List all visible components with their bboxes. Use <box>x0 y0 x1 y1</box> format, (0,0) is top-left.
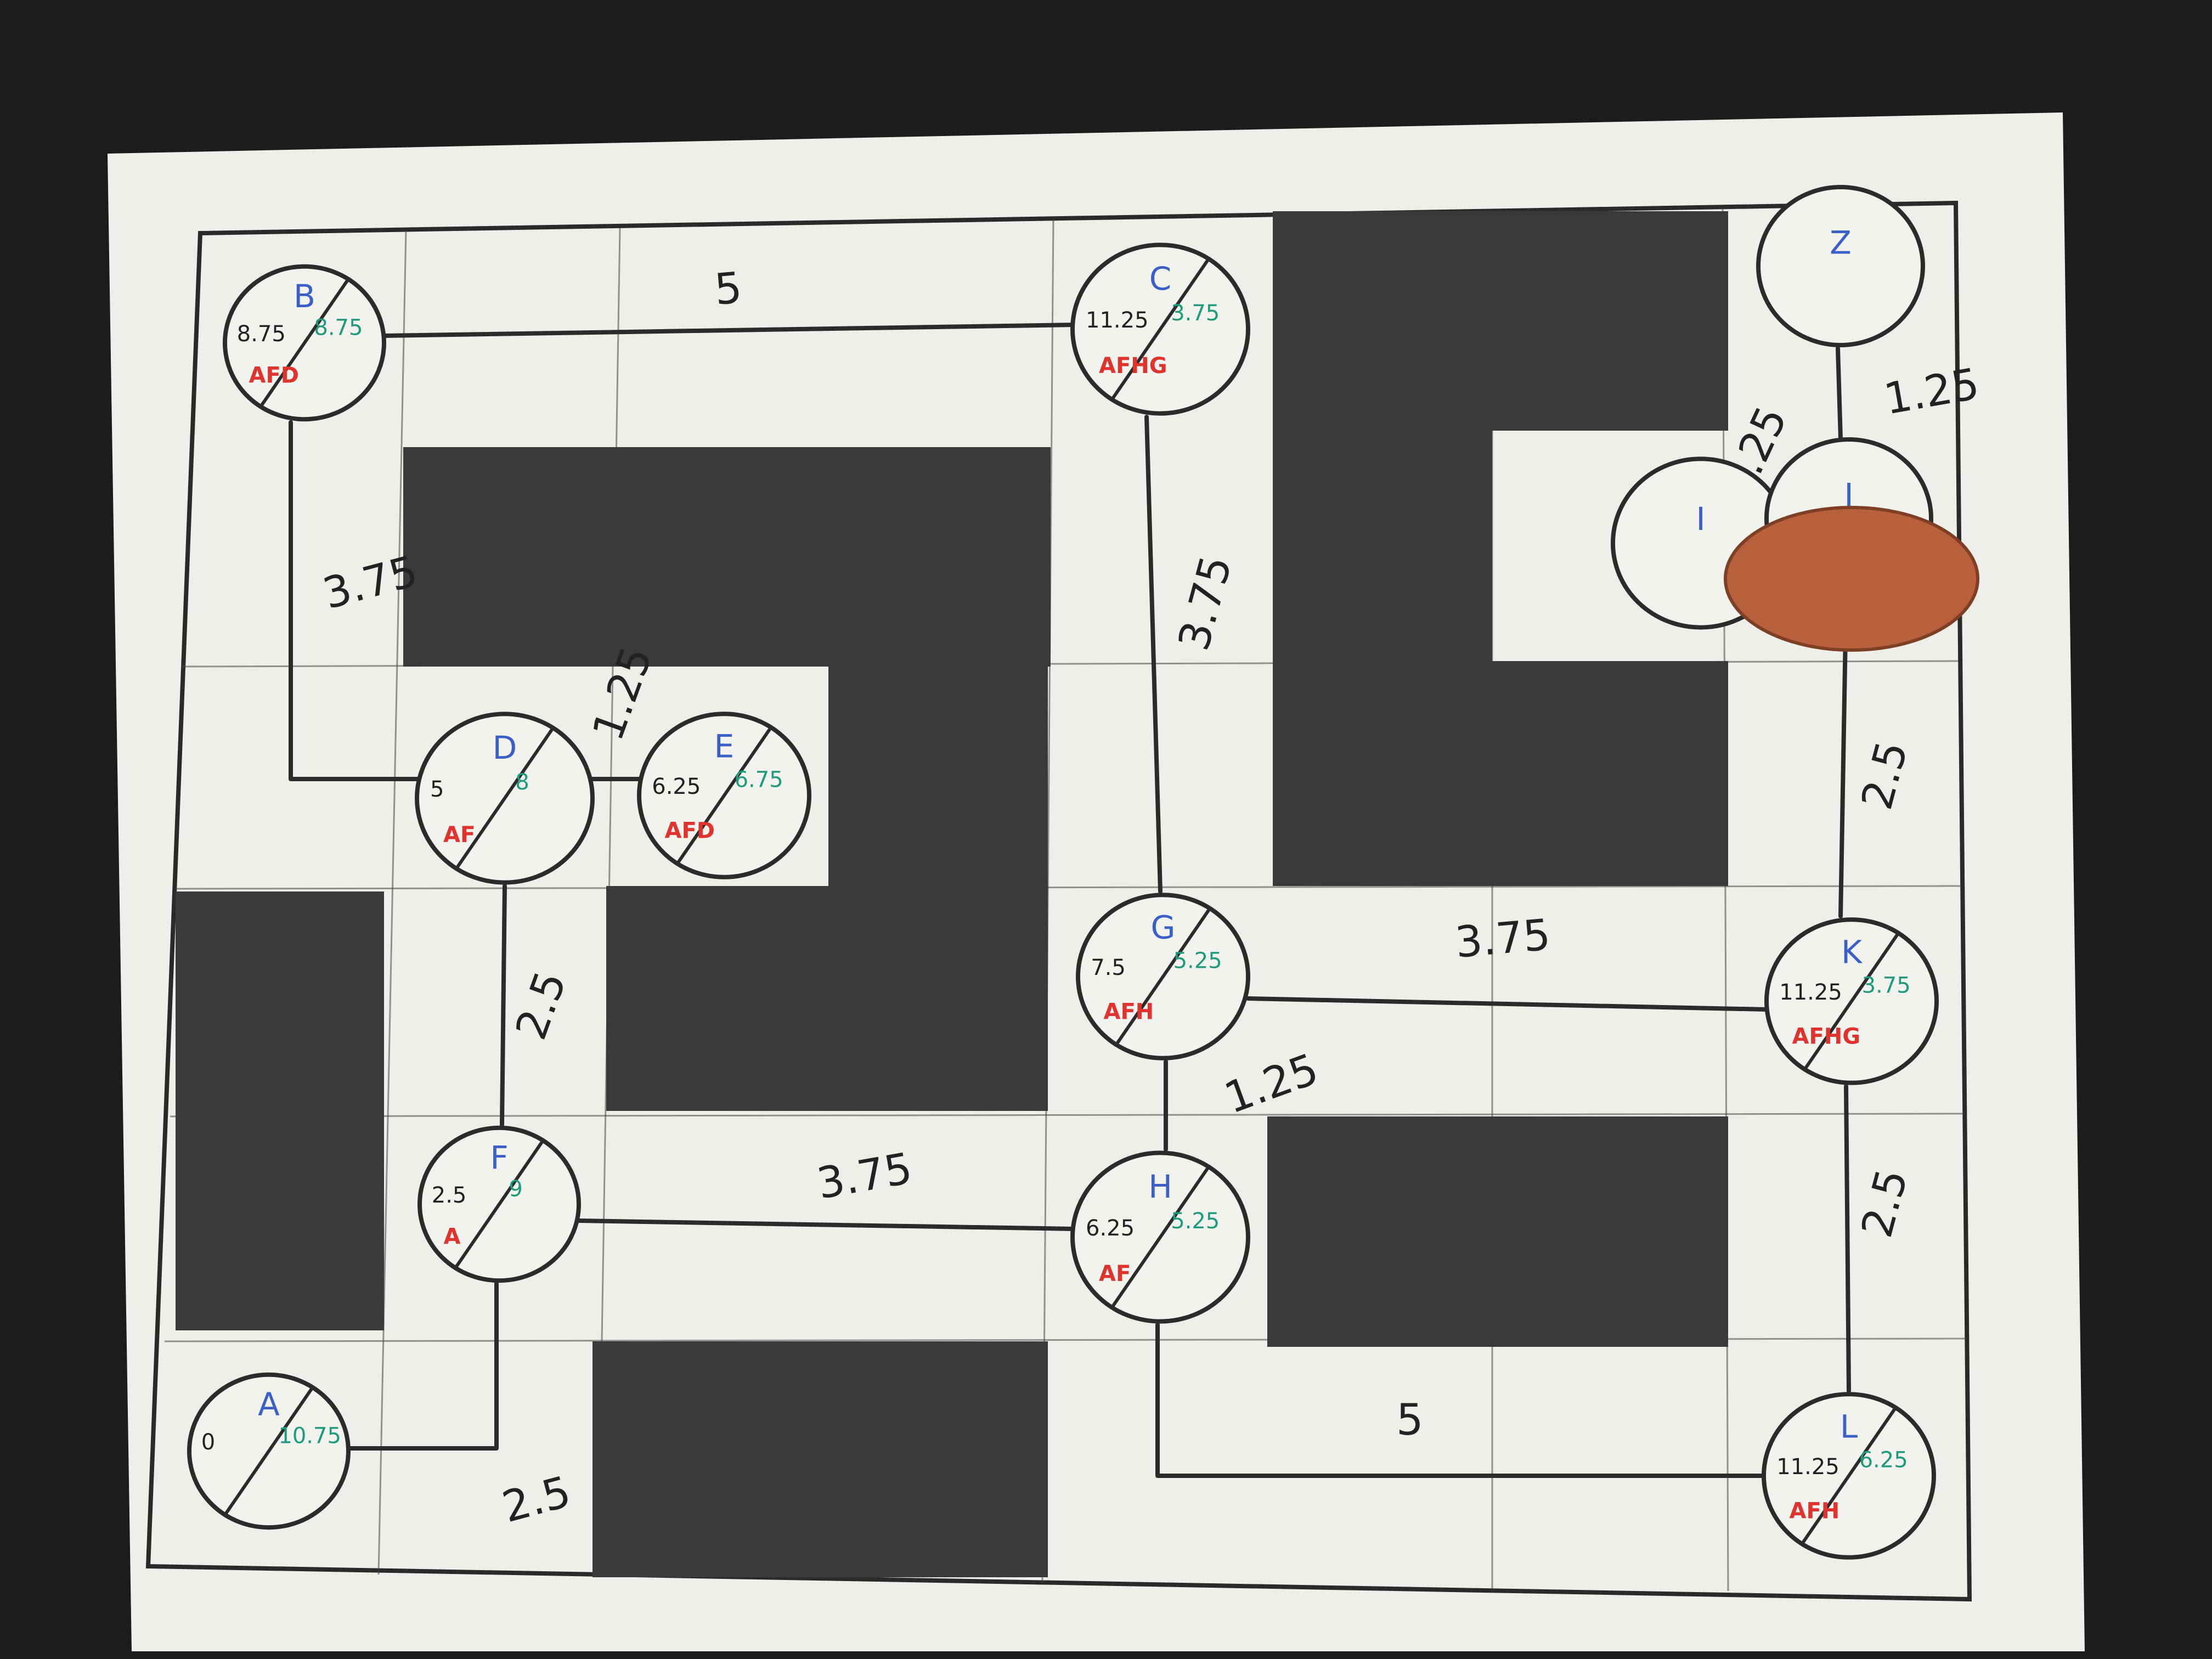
node-name: A <box>258 1386 280 1423</box>
node-path: AF <box>443 822 475 848</box>
edge-k-l <box>1844 1084 1851 1393</box>
node-cost-g: 11.25 <box>1779 980 1842 1005</box>
node-cost-g: 11.25 <box>1776 1454 1839 1480</box>
edge-j-k <box>1838 601 1848 918</box>
wall-block <box>1267 1116 1728 1347</box>
edge-f-h <box>577 1218 1075 1231</box>
node-f: F 2.5 9A <box>417 1125 581 1283</box>
node-heuristic-h: 3.75 <box>1171 301 1220 326</box>
node-cost-g: 2.5 <box>432 1183 467 1208</box>
node-heuristic-h: 10.75 <box>278 1424 341 1449</box>
node-name: I <box>1696 500 1705 538</box>
wall-block <box>176 891 384 1330</box>
node-heuristic-h: 6.75 <box>735 768 783 793</box>
edge-g-k <box>1246 996 1769 1012</box>
node-name: K <box>1841 933 1863 970</box>
node-heuristic-h: 8 <box>515 770 529 795</box>
node-name: F <box>490 1139 508 1176</box>
node-heuristic-h: 5.25 <box>1173 949 1222 974</box>
node-name: L <box>1840 1408 1858 1445</box>
wall-block <box>828 667 1048 886</box>
node-divider <box>455 727 555 870</box>
node-divider <box>1110 258 1210 400</box>
edge-a-f <box>346 1282 499 1451</box>
coin <box>1724 506 1979 652</box>
node-path: AFH <box>1790 1499 1840 1524</box>
node-name: G <box>1151 909 1176 946</box>
node-path: AFHG <box>1099 353 1167 379</box>
node-cost-g: 11.25 <box>1086 308 1149 333</box>
node-name: H <box>1148 1168 1172 1205</box>
node-path: A <box>444 1224 461 1250</box>
node-divider <box>676 726 772 865</box>
node-path: AFD <box>249 363 299 388</box>
wall-block <box>403 447 1051 667</box>
edge-weight-label: 5 <box>1396 1396 1424 1445</box>
edge-b-d <box>289 420 419 781</box>
edge-d-f <box>500 884 507 1127</box>
node-heuristic-h: 9 <box>509 1177 522 1202</box>
node-d: D 5 8AF <box>415 712 595 885</box>
edge-z-j <box>1836 346 1843 441</box>
wall-block <box>1273 211 1728 431</box>
node-divider <box>1115 907 1211 1046</box>
edge-weight-label: 5 <box>713 263 744 315</box>
node-heuristic-h: 8.75 <box>314 315 363 341</box>
node-divider <box>259 278 350 408</box>
wall-block <box>1273 431 1492 886</box>
wall-block <box>1492 661 1728 886</box>
node-path: AFHG <box>1792 1024 1861 1049</box>
node-a: A 0 10.75 <box>187 1372 351 1530</box>
node-name: J <box>1842 477 1853 514</box>
node-name: D <box>493 729 517 766</box>
node-z: Z <box>1756 185 1925 347</box>
node-name: Z <box>1830 224 1852 262</box>
edge-h-l <box>1155 1323 1766 1478</box>
node-name: B <box>294 278 315 315</box>
node-cost-g: 8.75 <box>237 321 286 347</box>
edge-c-g <box>1144 415 1163 894</box>
node-cost-g: 5 <box>430 777 444 802</box>
wall-block <box>592 1341 1048 1577</box>
node-cost-g: 7.5 <box>1091 955 1126 980</box>
node-path: AFH <box>1104 1000 1154 1025</box>
node-heuristic-h: 6.25 <box>1859 1448 1908 1473</box>
node-divider <box>1801 1407 1897 1545</box>
node-divider <box>1110 1166 1210 1308</box>
node-heuristic-h: 5.25 <box>1171 1209 1220 1234</box>
node-cost-g: 0 <box>201 1430 215 1455</box>
edge-layer <box>289 323 1851 1478</box>
node-cost-g: 6.25 <box>1086 1216 1135 1241</box>
wall-block <box>606 886 1048 1111</box>
node-cost-g: 6.25 <box>652 774 701 799</box>
edge-weight-label: 3.75 <box>1453 910 1553 968</box>
wall-blocks <box>176 211 1728 1577</box>
node-divider <box>454 1139 545 1269</box>
node-divider <box>223 1386 314 1516</box>
node-name: C <box>1149 260 1172 297</box>
node-path: AFD <box>665 819 715 844</box>
node-heuristic-h: 3.75 <box>1862 973 1911 998</box>
node-circle <box>1756 185 1925 347</box>
node-divider <box>1803 932 1900 1070</box>
node-name: E <box>714 727 735 765</box>
node-path: AF <box>1099 1261 1131 1286</box>
edge-b-c <box>382 323 1077 338</box>
